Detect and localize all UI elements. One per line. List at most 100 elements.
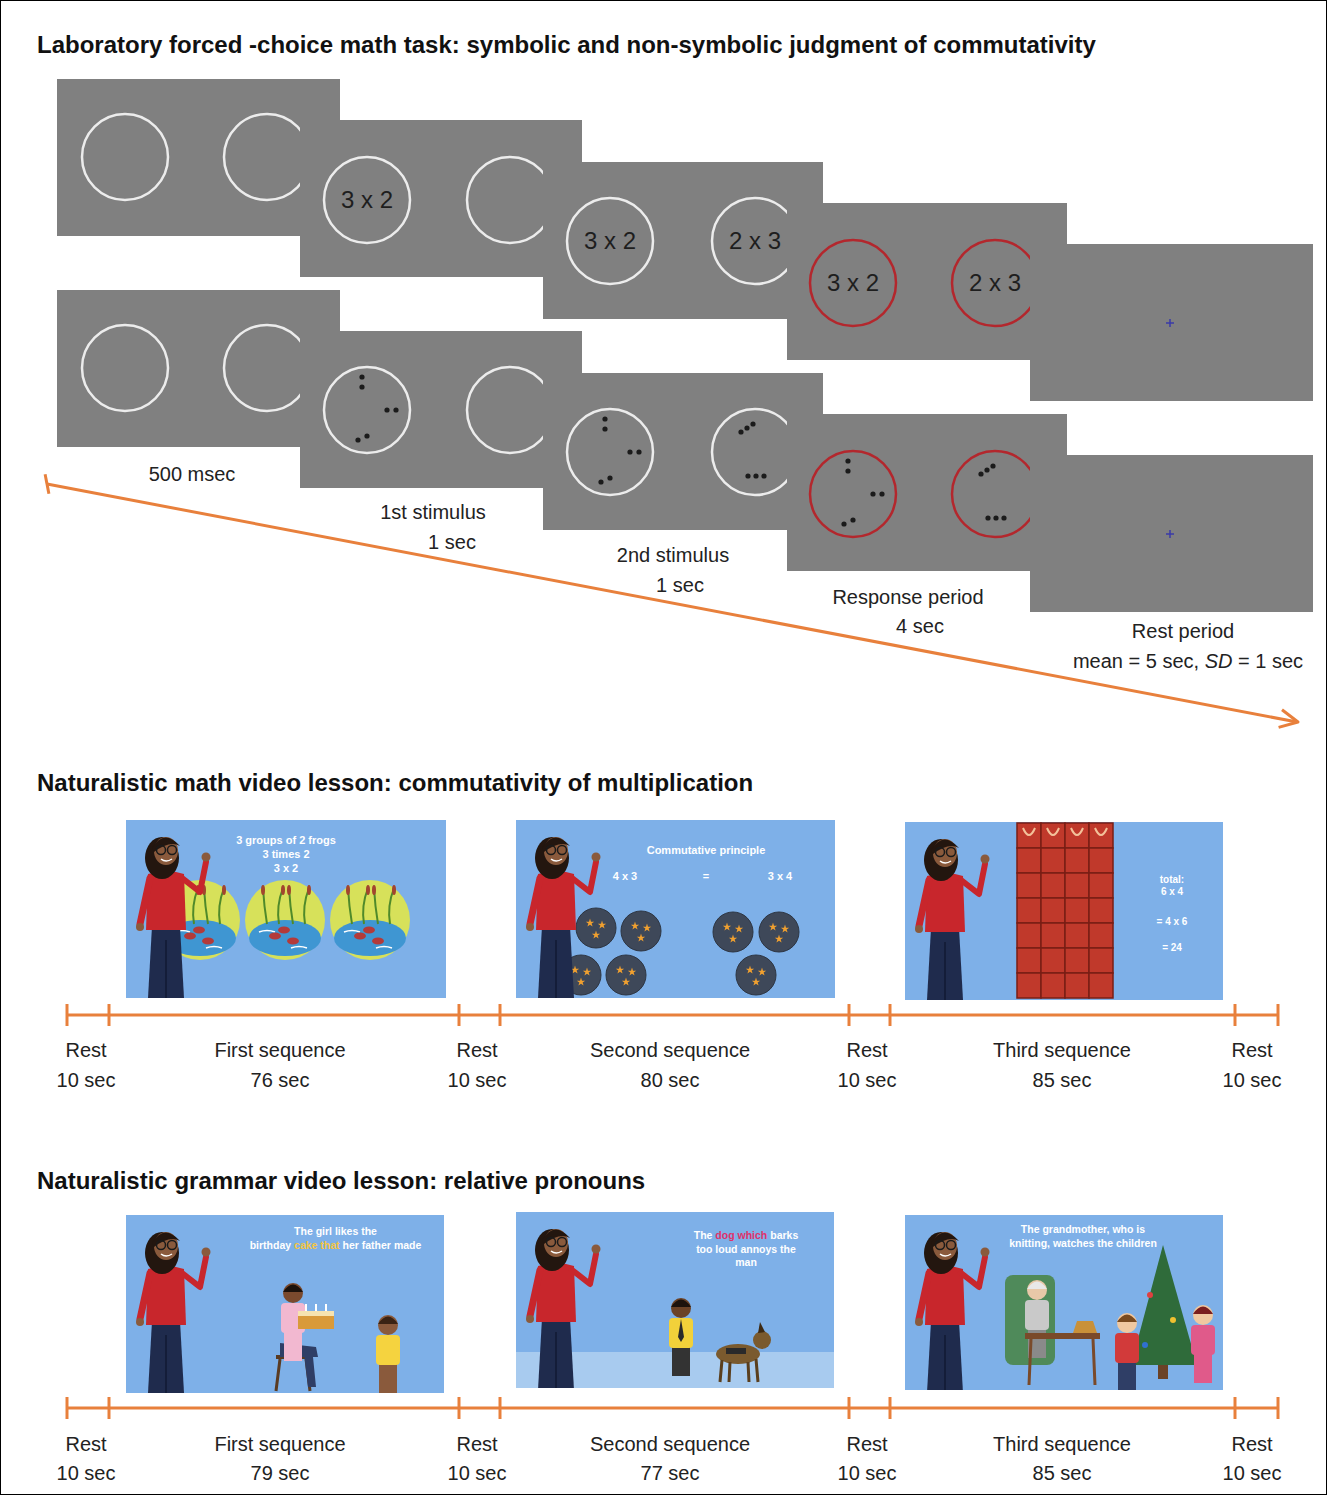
brick-mark <box>1047 828 1059 835</box>
arm <box>919 880 929 926</box>
label-text: 500 msec <box>149 463 236 485</box>
star <box>775 935 783 943</box>
brick <box>1041 898 1065 923</box>
time-label: 1st stimulus <box>380 501 486 524</box>
dot <box>355 437 360 442</box>
arm <box>919 1273 929 1319</box>
label-text: Rest <box>846 1433 887 1455</box>
fixation-cross <box>1166 530 1174 538</box>
hand <box>592 853 601 862</box>
video-frame: Thedogwhichbarks too loud annoys the man <box>516 1212 834 1388</box>
sentence-part: her father made <box>343 1239 422 1251</box>
brick <box>1041 948 1065 973</box>
timeline-tick <box>499 1004 502 1026</box>
label-text: 10 sec <box>448 1069 507 1091</box>
trousers <box>148 1321 184 1393</box>
hand <box>915 1318 923 1326</box>
brick <box>1017 923 1041 948</box>
brick <box>1041 923 1065 948</box>
time-arrow <box>47 484 1297 722</box>
time-label: Rest <box>65 1433 106 1456</box>
glasses <box>947 848 956 857</box>
raised-arm <box>572 862 596 892</box>
timeline-tick <box>848 1004 851 1026</box>
label-text: Rest period <box>1132 620 1234 642</box>
screen <box>57 290 340 447</box>
label-text: Third sequence <box>993 1039 1131 1061</box>
time-label: Rest <box>1231 1433 1272 1456</box>
label-text: Rest <box>65 1433 106 1455</box>
frog <box>287 938 299 945</box>
label-text: 1st stimulus <box>380 501 486 523</box>
screen <box>57 79 340 236</box>
brick <box>1065 923 1089 948</box>
sentence-part: The grandmother, who is knitting, watche… <box>1009 1223 1157 1249</box>
dot <box>607 475 612 480</box>
glasses <box>168 846 177 855</box>
dot <box>384 407 389 412</box>
frame-illustration <box>126 820 446 998</box>
time-label: 10 sec <box>57 1462 116 1485</box>
label-text: Rest <box>1231 1433 1272 1455</box>
tree <box>1131 1245 1197 1365</box>
raised-arm <box>961 864 985 894</box>
dot <box>602 416 607 421</box>
label-text: 80 sec <box>641 1069 700 1091</box>
time-label: Rest <box>1231 1039 1272 1062</box>
glasses <box>558 1238 567 1247</box>
arm <box>530 1270 540 1316</box>
illustration <box>915 823 1113 1000</box>
stimulus-circle <box>810 451 896 537</box>
timeline-tick <box>108 1004 111 1026</box>
table-legs <box>1029 1339 1095 1385</box>
star <box>583 968 591 976</box>
brick <box>1041 973 1065 998</box>
trunk <box>1158 1365 1168 1379</box>
hand <box>915 925 923 933</box>
glasses <box>547 1238 556 1247</box>
time-label: Rest <box>456 1039 497 1062</box>
timeline-tick <box>889 1397 892 1419</box>
glasses <box>558 846 567 855</box>
head <box>283 1283 303 1303</box>
time-label: First sequence <box>214 1433 345 1456</box>
stimulus-text: 3 x 2 <box>321 154 413 246</box>
label-text: First sequence <box>214 1039 345 1061</box>
label-text: 1 sec <box>656 574 704 596</box>
heading-text: Naturalistic math video lesson: commutat… <box>37 769 753 796</box>
timeline-tick <box>848 1397 851 1419</box>
label-text: 10 sec <box>838 1462 897 1484</box>
legs <box>284 1331 302 1361</box>
stimulus-circle <box>467 367 553 453</box>
dot <box>1001 515 1006 520</box>
stimulus-circle <box>952 451 1038 537</box>
star <box>735 925 743 933</box>
heading-text: Laboratory forced -choice math task: sym… <box>37 31 1096 58</box>
head <box>1117 1313 1137 1333</box>
time-label: 10 sec <box>57 1069 116 1092</box>
ornament <box>1170 1317 1176 1323</box>
label-text: mean = 5 sec, <box>1073 650 1199 672</box>
brick <box>1065 823 1089 848</box>
star <box>622 978 630 986</box>
star <box>769 923 777 931</box>
illustration <box>136 837 410 998</box>
smile <box>551 859 562 861</box>
glasses <box>947 1241 956 1250</box>
hair <box>924 839 958 881</box>
hair <box>535 837 569 879</box>
raised-arm <box>182 862 206 892</box>
label-text: 76 sec <box>251 1069 310 1091</box>
legs <box>1118 1361 1136 1390</box>
lesson-text: 3 x 2 <box>211 862 361 875</box>
brick <box>1065 948 1089 973</box>
harness <box>726 1348 746 1354</box>
star <box>723 923 731 931</box>
glasses <box>168 1241 177 1250</box>
frame-illustration <box>905 822 1223 1000</box>
time-label: 1 sec <box>428 531 476 554</box>
hair <box>1193 1307 1213 1315</box>
brick <box>1017 973 1041 998</box>
brick <box>1089 898 1113 923</box>
